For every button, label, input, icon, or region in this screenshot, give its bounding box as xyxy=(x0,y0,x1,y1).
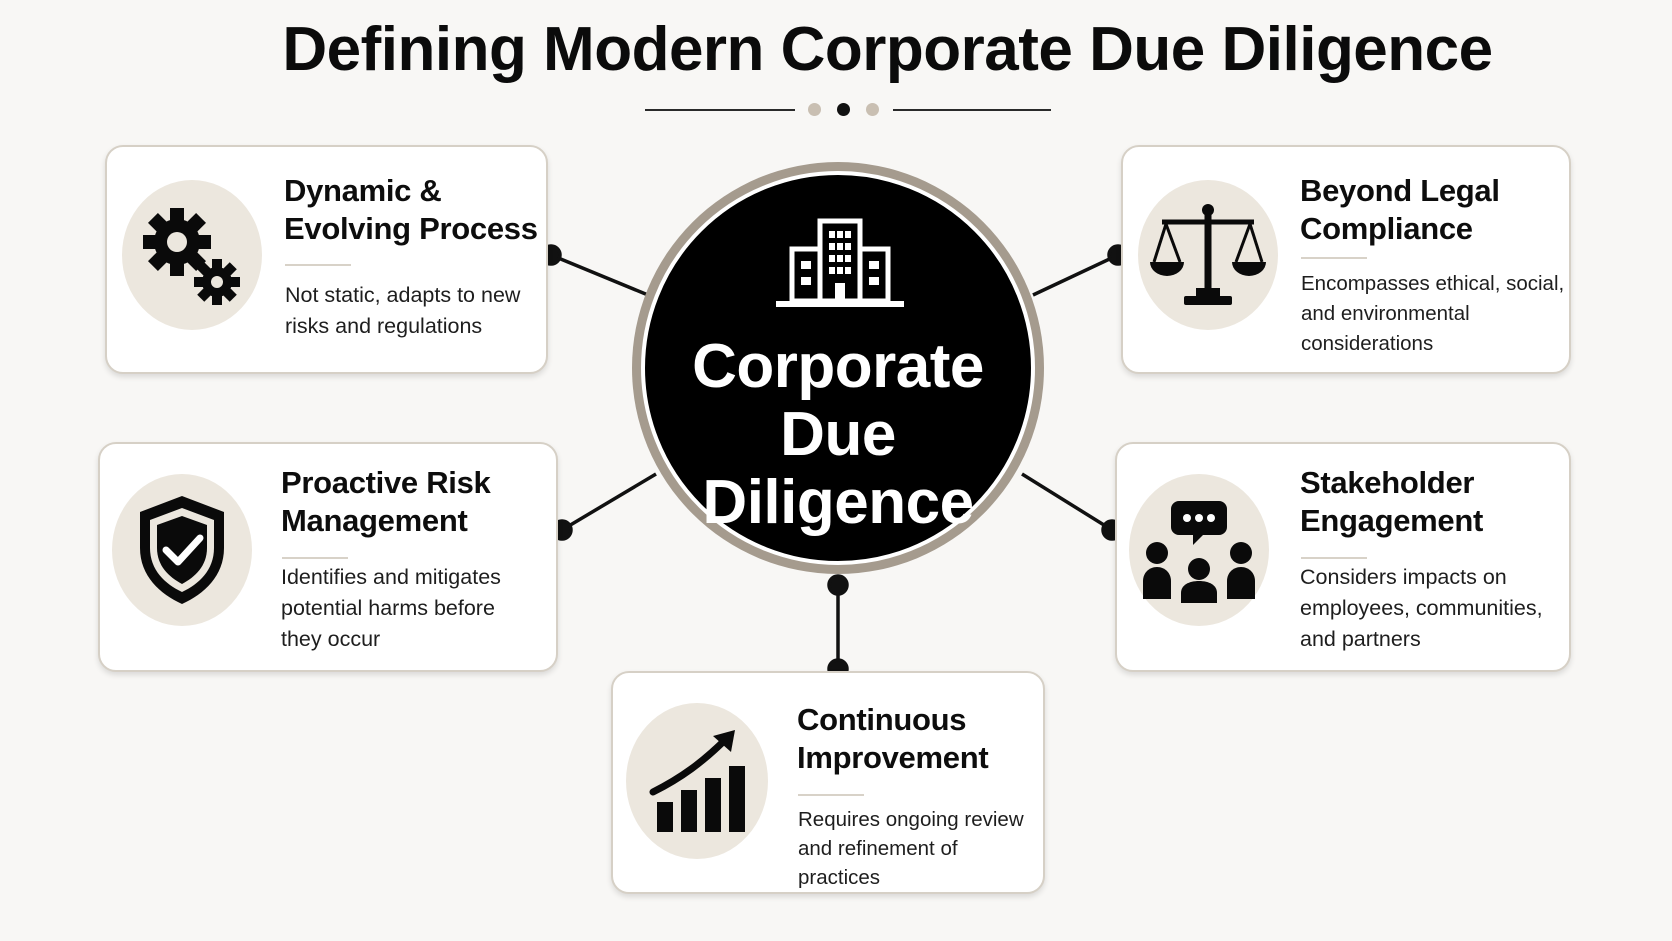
legal-desc: Encompasses ethical, social, and environ… xyxy=(1301,272,1565,355)
dynamic-rule xyxy=(285,264,351,266)
connector-risk xyxy=(561,472,657,532)
shield-check-icon xyxy=(140,496,224,604)
divider-dot-right xyxy=(866,103,879,116)
divider-dot-left xyxy=(808,103,821,116)
divider-line-left xyxy=(645,109,795,111)
connector-node-hub-bottom xyxy=(827,574,849,596)
dynamic-desc: Not static, adapts to new risks and regu… xyxy=(285,283,521,338)
page-title: Defining Modern Corporate Due Diligence xyxy=(282,15,1493,84)
risk-icon-circle xyxy=(112,474,252,626)
building-icon xyxy=(776,218,904,307)
improvement-desc: Requires ongoing review and refinement o… xyxy=(798,808,1024,889)
connector-stakeholder xyxy=(1021,472,1113,532)
stakeholder-rule xyxy=(1301,557,1367,559)
legal-icon-circle xyxy=(1138,180,1278,330)
divider-dot-center xyxy=(837,103,850,116)
scales-icon xyxy=(1150,204,1266,305)
risk-desc: Identifies and mitigates potential harms… xyxy=(281,565,501,651)
center-hub-inner: Corporate Due Diligence xyxy=(641,171,1035,565)
stakeholder-desc: Considers impacts on employees, communit… xyxy=(1300,565,1543,651)
divider-line-right xyxy=(893,109,1051,111)
dynamic-icon-circle xyxy=(122,180,262,330)
risk-rule xyxy=(282,557,348,559)
center-hub-label: Corporate Due Diligence xyxy=(692,332,984,537)
improvement-title: Continuous Improvement xyxy=(797,702,989,775)
improvement-icon-circle xyxy=(626,703,768,859)
card-risk-management: Proactive Risk Management Identifies and… xyxy=(98,442,558,672)
card-continuous-improvement: Continuous Improvement Requires ongoing … xyxy=(611,671,1045,894)
card-stakeholder-engagement: Stakeholder Engagement Considers impacts… xyxy=(1115,442,1571,672)
card-legal-compliance: Beyond Legal Compliance Encompasses ethi… xyxy=(1121,145,1571,374)
risk-title: Proactive Risk Management xyxy=(281,465,491,538)
center-hub: Corporate Due Diligence xyxy=(632,162,1044,574)
gears-icon xyxy=(143,208,240,305)
stakeholder-title: Stakeholder Engagement xyxy=(1300,465,1484,538)
growth-chart-icon xyxy=(649,730,745,832)
card-dynamic-process: Dynamic & Evolving Process Not static, a… xyxy=(105,145,548,374)
dynamic-title: Dynamic & Evolving Process xyxy=(284,173,538,246)
connector-dynamic xyxy=(550,253,649,297)
improvement-rule xyxy=(798,794,864,796)
title-divider xyxy=(0,98,1672,122)
legal-rule xyxy=(1301,257,1367,259)
stakeholder-icon-circle xyxy=(1129,474,1269,626)
connector-legal xyxy=(1032,253,1119,297)
legal-title: Beyond Legal Compliance xyxy=(1300,173,1500,246)
people-chat-icon xyxy=(1143,501,1255,603)
